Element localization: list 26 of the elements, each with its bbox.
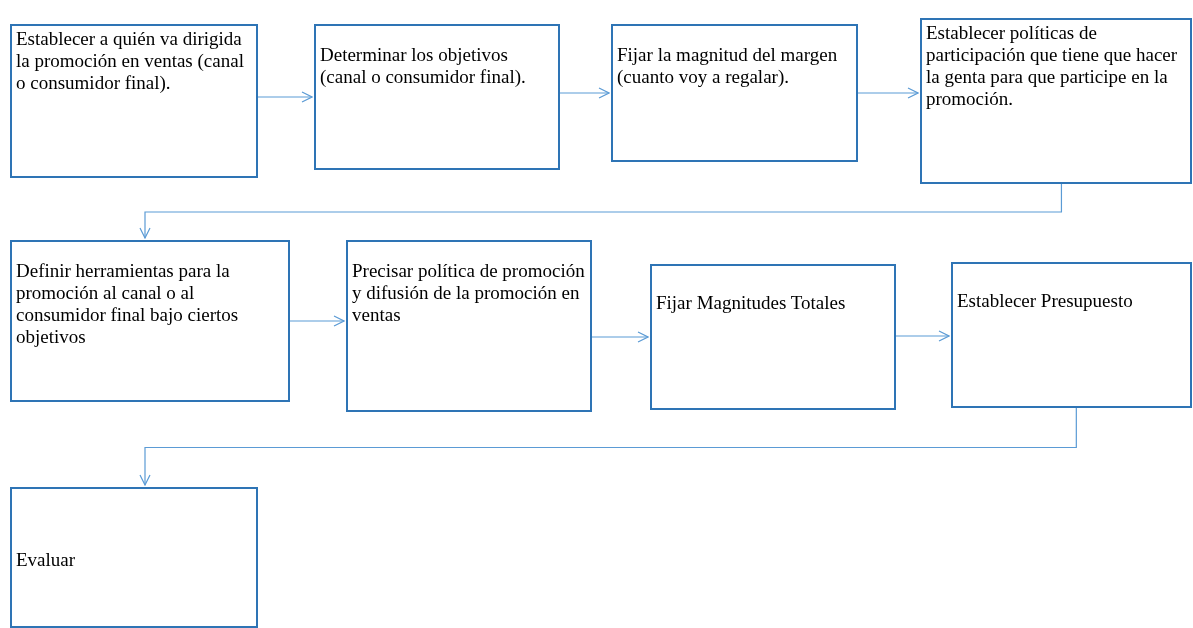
arrow [857,87,919,99]
arrow [895,330,950,342]
arrow [139,407,1077,486]
process-box [10,24,258,178]
step-text: Determinar los objetivos (canal o consumidor final). [320,44,527,88]
process-box [611,24,858,162]
process-box [346,240,592,412]
step-text: Fijar Magnitudes Totales [656,292,847,314]
step-text: Definir herramientas para la promoción al canal o al consumidor final bajo ciertos objetivos [16,260,240,348]
process-box [10,487,258,628]
arrow [257,91,313,103]
process-box [650,264,896,410]
arrow [559,87,610,99]
step-text: Establecer políticas de participación que tiene que hacer la genta para que participe en la promoción. [926,22,1179,110]
step-text: Evaluar [16,549,77,571]
step-text: Precisar política de promoción y difusión de la promoción en ventas [352,260,586,326]
arrow [591,331,649,343]
process-box [314,24,560,170]
arrow [289,315,345,327]
process-box [10,240,290,402]
step-text: Establecer a quién va dirigida la promoción en ventas (canal o consumidor final). [16,28,245,94]
step-text: Establecer Presupuesto [957,290,1134,312]
step-text: Fijar la magnitud del margen (cuanto voy a regalar). [617,44,839,88]
process-box [920,18,1192,184]
process-box [951,262,1192,408]
arrow [139,183,1063,239]
